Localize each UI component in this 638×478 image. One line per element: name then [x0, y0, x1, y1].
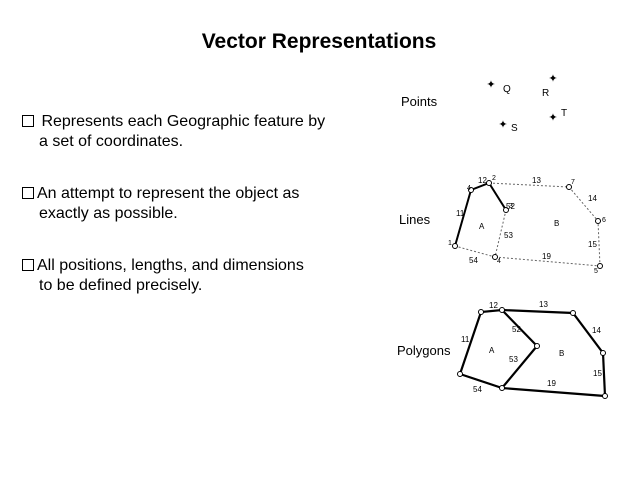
lines-arc-labels: 11 12 13 14 15 19 52 53 54 A B — [456, 176, 597, 265]
svg-text:13: 13 — [539, 300, 548, 309]
bullet-text-line1: An attempt to represent the object as — [37, 185, 300, 202]
lines-node-labels: 1 2 3 4 4 5 6 7 — [448, 175, 606, 275]
svg-text:52: 52 — [512, 325, 521, 334]
svg-text:6: 6 — [602, 217, 606, 224]
polygons-label: Polygons — [397, 343, 451, 358]
bullet-text-line2: to be defined precisely. — [39, 277, 203, 294]
bullet-item: An attempt to represent the object as ex… — [22, 184, 362, 224]
svg-text:2: 2 — [492, 175, 496, 182]
checkbox-bullet-icon — [22, 187, 34, 199]
svg-text:19: 19 — [547, 379, 556, 388]
svg-text:A: A — [489, 346, 495, 355]
star-icon: ✦ — [498, 119, 507, 131]
svg-text:A: A — [479, 222, 485, 231]
svg-text:1: 1 — [448, 240, 452, 247]
point-s: ✦ S — [498, 119, 518, 134]
checkbox-bullet-icon — [22, 259, 34, 271]
polygons-diagram — [457, 307, 608, 399]
polygons-arc-labels: 11 12 13 14 15 19 52 53 54 A B — [461, 300, 602, 394]
svg-text:11: 11 — [461, 335, 470, 344]
point-label-q: Q — [503, 84, 511, 95]
svg-text:12: 12 — [478, 176, 487, 185]
svg-text:15: 15 — [593, 369, 602, 378]
point-r: ✦ R — [542, 73, 558, 99]
svg-text:52: 52 — [506, 202, 515, 211]
bullet-text-line2: a set of coordinates. — [39, 133, 184, 150]
bullet-text-line1: All positions, lengths, and dimensions — [37, 257, 304, 274]
svg-text:19: 19 — [542, 252, 551, 261]
bullet-list: Represents each Geographic feature by a … — [22, 112, 362, 328]
svg-text:5: 5 — [594, 268, 598, 275]
svg-text:14: 14 — [592, 326, 601, 335]
svg-text:13: 13 — [532, 176, 541, 185]
point-label-s: S — [511, 123, 518, 134]
svg-text:15: 15 — [588, 240, 597, 249]
bullet-item: All positions, lengths, and dimensions t… — [22, 256, 362, 296]
star-icon: ✦ — [486, 79, 495, 91]
point-q: ✦ Q — [486, 79, 511, 95]
svg-text:B: B — [554, 219, 559, 228]
svg-text:4: 4 — [497, 258, 501, 265]
bullet-item: Represents each Geographic feature by a … — [22, 112, 362, 152]
svg-text:3: 3 — [509, 203, 513, 210]
svg-text:B: B — [559, 349, 564, 358]
svg-text:54: 54 — [469, 256, 478, 265]
svg-text:54: 54 — [473, 385, 482, 394]
bullet-text-line1: Represents each Geographic feature by — [37, 113, 326, 130]
point-label-r: R — [542, 88, 549, 99]
slide-title: Vector Representations — [201, 30, 437, 53]
lines-diagram — [452, 180, 603, 269]
svg-text:7: 7 — [571, 179, 575, 186]
point-t: ✦ T — [548, 108, 567, 124]
checkbox-bullet-icon — [22, 115, 34, 127]
svg-text:53: 53 — [504, 231, 513, 240]
points-label: Points — [401, 94, 438, 109]
svg-text:11: 11 — [456, 209, 465, 218]
svg-text:14: 14 — [588, 194, 597, 203]
vector-representation-figure: Points ✦ Q ✦ R ✦ S ✦ T Lines 1 2 3 4 4 5… — [397, 73, 608, 399]
star-icon: ✦ — [548, 112, 557, 124]
svg-text:4: 4 — [467, 185, 471, 192]
svg-text:12: 12 — [489, 301, 498, 310]
point-label-t: T — [561, 108, 567, 119]
star-icon: ✦ — [548, 73, 557, 85]
bullet-text-line2: exactly as possible. — [39, 205, 178, 222]
lines-label: Lines — [399, 212, 431, 227]
svg-text:53: 53 — [509, 355, 518, 364]
